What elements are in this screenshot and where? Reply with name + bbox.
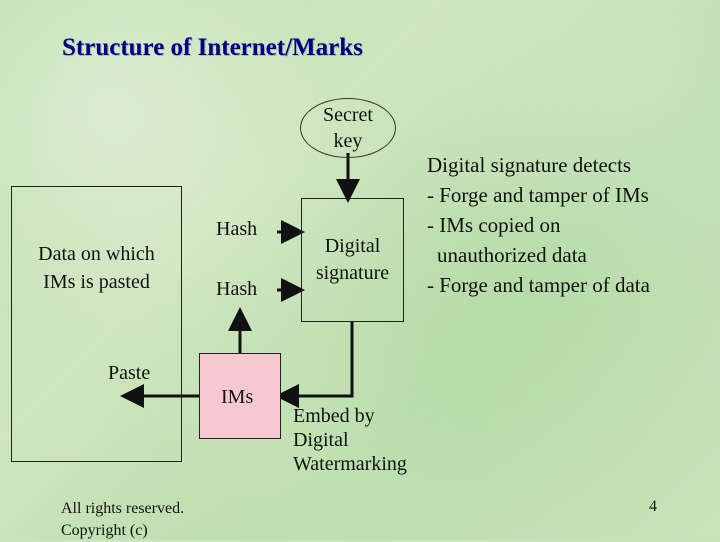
page-number: 4 — [649, 498, 657, 515]
detection-notes: Digital signature detects - Forge and ta… — [427, 150, 650, 300]
embed-label: Embed by Digital Watermarking — [293, 405, 407, 475]
embed-arrow — [275, 322, 354, 408]
secret-key-ellipse — [300, 98, 396, 158]
ims-label: IMs — [221, 386, 254, 408]
notes-item: unauthorized data — [437, 243, 587, 267]
digital-signature-label: Digital signature — [315, 235, 390, 284]
data-box-label: Data on which IMs is pasted — [38, 243, 155, 293]
digital-signature-box — [301, 198, 404, 322]
slide-title: Structure of Internet/Marks — [62, 34, 363, 61]
notes-item: - Forge and tamper of IMs — [427, 183, 649, 207]
notes-item: - Forge and tamper of data — [427, 273, 650, 297]
notes-item: - IMs copied on — [427, 213, 561, 237]
notes-heading: Digital signature detects — [427, 153, 632, 177]
hash-bottom-label: Hash — [216, 278, 258, 300]
data-box — [11, 186, 182, 462]
footer-copyright: All rights reserved. Copyright (c) — [61, 500, 185, 539]
ims-box — [199, 353, 281, 439]
secret-key-label: Secret key — [323, 104, 373, 152]
hash-top-label: Hash — [216, 218, 258, 240]
paste-label: Paste — [108, 362, 151, 384]
